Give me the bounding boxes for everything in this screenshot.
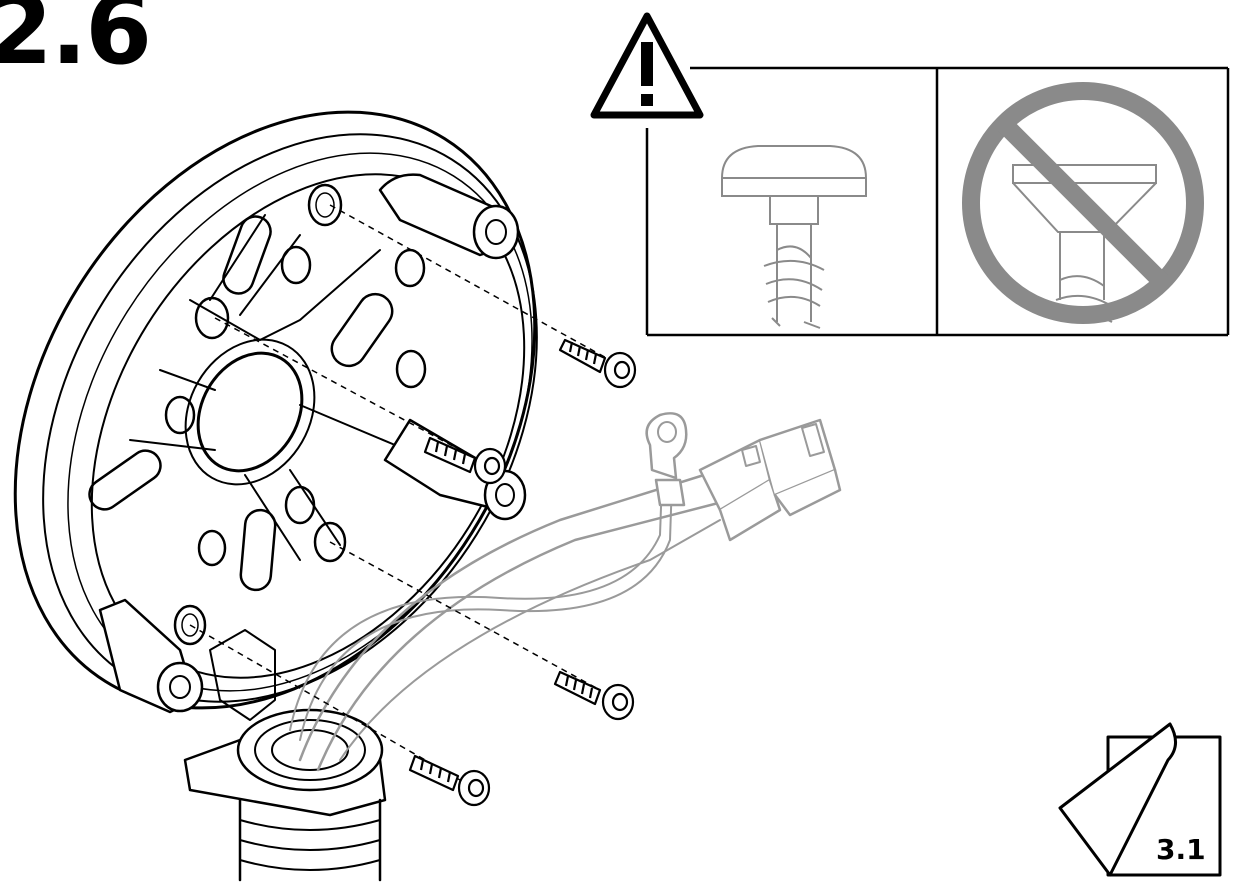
step-number: 2.6 (0, 0, 152, 86)
page-reference-icon (1058, 722, 1222, 877)
power-cable (339, 519, 721, 761)
cables (289, 412, 842, 772)
screw-3 (553, 670, 635, 721)
mounting-bracket (13, 110, 538, 882)
warning-triangle-icon (590, 12, 704, 119)
ground-lug-cable (299, 479, 673, 741)
pan-head-screw-icon (721, 145, 867, 329)
ground-ring-lug (645, 412, 688, 507)
warning-panel (590, 12, 1230, 337)
rj45-connector (698, 418, 842, 542)
page-reference-label: 3.1 (1156, 833, 1206, 866)
network-cable (298, 468, 722, 762)
screw-1 (558, 338, 637, 389)
screws (189, 204, 637, 807)
no-symbol-icon (962, 82, 1204, 324)
screw-2 (423, 436, 507, 485)
screw-4 (408, 754, 491, 807)
